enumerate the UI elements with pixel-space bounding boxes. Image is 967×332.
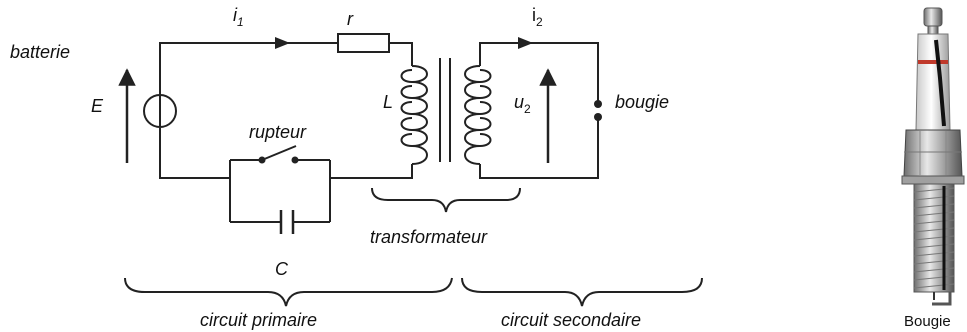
primary-coil xyxy=(400,65,428,165)
primary-circuit-wires xyxy=(159,42,413,223)
secondary-coil xyxy=(464,65,492,165)
spark-plug-label: bougie xyxy=(615,92,669,112)
current-i1-label: i1 xyxy=(233,5,244,29)
transformer-core xyxy=(439,58,451,162)
current-i1-arrow xyxy=(275,37,290,49)
capacitor-label: C xyxy=(275,259,289,279)
resistor-label: r xyxy=(347,9,354,29)
capacitor-c xyxy=(279,210,295,234)
current-i2-label: i2 xyxy=(532,5,543,29)
breaker-switch xyxy=(258,145,299,164)
emf-label: E xyxy=(91,96,104,116)
inductor-label: L xyxy=(383,92,393,112)
transformer-brace xyxy=(371,187,521,213)
breaker-label: rupteur xyxy=(249,122,307,142)
secondary-circuit-wires xyxy=(479,42,599,179)
current-i2-arrow xyxy=(518,37,533,49)
secondary-circuit-label: circuit secondaire xyxy=(501,310,641,330)
primary-circuit-label: circuit primaire xyxy=(200,310,317,330)
spark-plug-caption: Bougie xyxy=(904,313,951,330)
secondary-circuit-brace xyxy=(461,277,703,307)
primary-circuit-brace xyxy=(124,277,453,307)
battery-label: batterie xyxy=(10,42,70,62)
voltage-u2-label: u2 xyxy=(514,92,531,116)
spark-gap xyxy=(594,100,602,121)
transformer-label: transformateur xyxy=(370,227,488,247)
resistor-r xyxy=(337,33,390,53)
spark-plug-illustration xyxy=(901,7,965,306)
